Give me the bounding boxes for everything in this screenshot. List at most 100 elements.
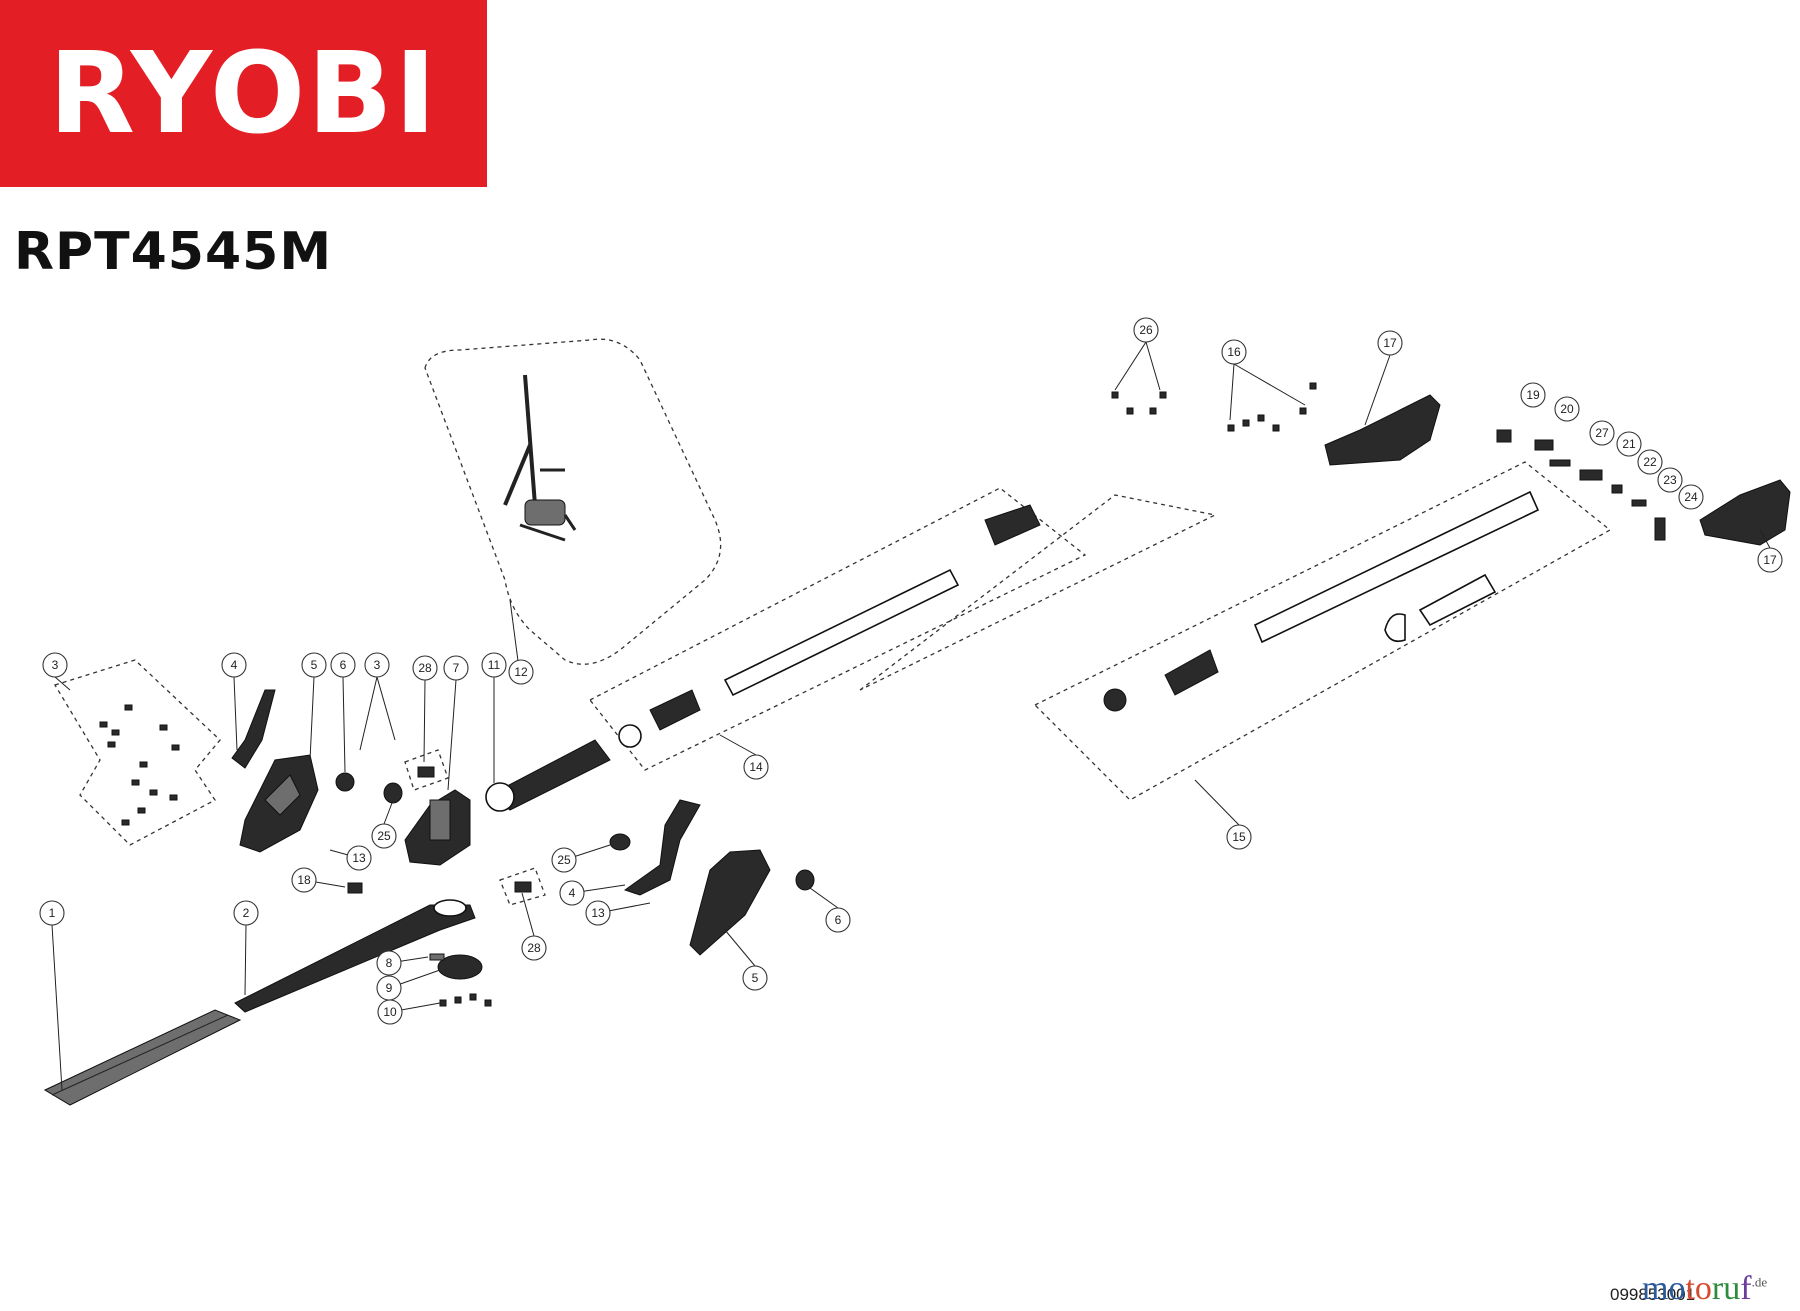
part-28b — [514, 881, 532, 893]
callout-21: 21 — [1616, 431, 1642, 457]
callout-label: 28 — [418, 661, 432, 675]
callout-label: 15 — [1232, 830, 1246, 844]
rear-handle-17a — [1324, 394, 1441, 466]
bracket-outline — [859, 494, 1218, 691]
callout-circle — [1757, 547, 1783, 573]
callout-circle — [551, 847, 577, 873]
callout-10: 10 — [377, 999, 403, 1025]
callout-label: 6 — [340, 658, 347, 672]
callout-circle — [371, 823, 397, 849]
logo-text: RYOBI — [48, 28, 439, 159]
callout-circle — [291, 867, 317, 893]
blade-guard-1 — [43, 1009, 242, 1106]
callout-circle — [1616, 431, 1642, 457]
model-title: RPT4545M — [14, 222, 333, 282]
callout-25: 25 — [551, 847, 577, 873]
callout-9: 9 — [376, 975, 402, 1001]
callout-label: 17 — [1763, 553, 1777, 567]
hedge-blade-2 — [234, 899, 476, 1013]
callout-4: 4 — [221, 652, 247, 678]
callout-label: 21 — [1622, 437, 1636, 451]
screw-set-3 — [99, 704, 180, 826]
callout-12: 12 — [508, 659, 534, 685]
callout-circle — [233, 900, 259, 926]
handle-cover-4 — [231, 689, 276, 769]
callout-label: 16 — [1227, 345, 1241, 359]
callout-circle — [346, 845, 372, 871]
callout-16: 16 — [1221, 339, 1247, 365]
callout-label: 24 — [1684, 490, 1698, 504]
callout-label: 1 — [49, 906, 56, 920]
callout-26: 26 — [1133, 317, 1159, 343]
callout-label: 25 — [377, 829, 391, 843]
bearing-6 — [335, 772, 355, 792]
callout-7: 7 — [443, 655, 469, 681]
callout-20: 20 — [1554, 396, 1580, 422]
callout-15: 15 — [1226, 824, 1252, 850]
callout-label: 20 — [1560, 402, 1574, 416]
left-housing-5 — [239, 754, 319, 853]
callout-circle — [364, 652, 390, 678]
callout-27: 27 — [1589, 420, 1615, 446]
trigger-20 — [1534, 439, 1554, 451]
callout-circle — [39, 900, 65, 926]
callout-circle — [1133, 317, 1159, 343]
callout-circle — [1226, 824, 1252, 850]
callout-circle — [585, 900, 611, 926]
callout-circle — [508, 659, 534, 685]
callout-label: 5 — [752, 971, 759, 985]
callout-circle — [443, 655, 469, 681]
callout-circle — [330, 652, 356, 678]
callout-label: 13 — [352, 851, 366, 865]
callout-label: 18 — [297, 873, 311, 887]
callout-6: 6 — [330, 652, 356, 678]
callout-28: 28 — [412, 655, 438, 681]
callout-3: 3 — [42, 652, 68, 678]
callout-label: 5 — [311, 658, 318, 672]
callout-label: 12 — [514, 665, 528, 679]
callout-circle — [1589, 420, 1615, 446]
callout-label: 7 — [453, 661, 460, 675]
callout-6: 6 — [825, 907, 851, 933]
callout-label: 2 — [243, 906, 250, 920]
callout-28: 28 — [521, 935, 547, 961]
part-21 — [1579, 469, 1603, 481]
part-23 — [1631, 499, 1647, 507]
callout-label: 13 — [591, 906, 605, 920]
harness-group-outline — [424, 338, 722, 665]
spring-25 — [383, 782, 403, 804]
callout-23: 23 — [1657, 467, 1683, 493]
callout-14: 14 — [743, 754, 769, 780]
callout-label: 11 — [488, 658, 501, 672]
callout-25: 25 — [371, 823, 397, 849]
gearbox-arm-11 — [485, 739, 611, 812]
callout-label: 4 — [569, 886, 576, 900]
callout-17: 17 — [1757, 547, 1783, 573]
callout-13: 13 — [585, 900, 611, 926]
callout-circle — [1221, 339, 1247, 365]
callout-circle — [42, 652, 68, 678]
callout-1: 1 — [39, 900, 65, 926]
shaft-15-outline — [1033, 461, 1612, 801]
callout-circle — [1377, 330, 1403, 356]
part-28a — [417, 766, 435, 778]
watermark: motoruf.de — [1642, 1270, 1767, 1308]
callout-label: 14 — [749, 760, 763, 774]
callout-18: 18 — [291, 867, 317, 893]
callout-circle — [521, 935, 547, 961]
callout-label: 27 — [1595, 426, 1609, 440]
ryobi-logo: RYOBI — [0, 0, 487, 187]
document-number: 099853001 — [1610, 1285, 1696, 1304]
screws-16 — [1227, 382, 1317, 432]
cover-4b — [623, 799, 701, 896]
callout-circle — [1657, 467, 1683, 493]
small-part-outline-28a — [404, 749, 449, 791]
callout-circle — [1678, 484, 1704, 510]
spring-27 — [1549, 459, 1571, 467]
callout-label: 28 — [527, 941, 541, 955]
callout-circle — [1554, 396, 1580, 422]
watermark-part4: f — [1740, 1270, 1752, 1307]
callout-circle — [412, 655, 438, 681]
callout-5: 5 — [301, 652, 327, 678]
callout-label: 3 — [52, 658, 59, 672]
